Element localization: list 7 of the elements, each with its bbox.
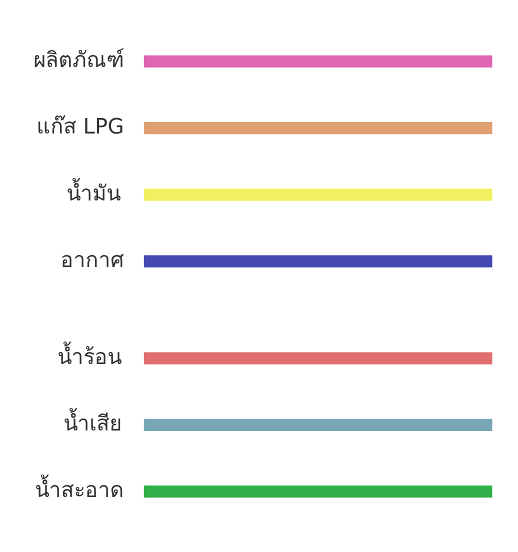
legend-label: อากาศ	[60, 246, 124, 272]
legend-label: น้ำสะอาด	[34, 476, 124, 502]
legend-label: น้ำเสีย	[64, 410, 122, 436]
legend-label: แก๊ส LPG	[36, 113, 124, 138]
legend-label: น้ำร้อน	[58, 343, 122, 368]
legend-label: ผลิตภัณฑ์	[33, 46, 124, 72]
legend-label: น้ำมัน	[66, 180, 121, 205]
